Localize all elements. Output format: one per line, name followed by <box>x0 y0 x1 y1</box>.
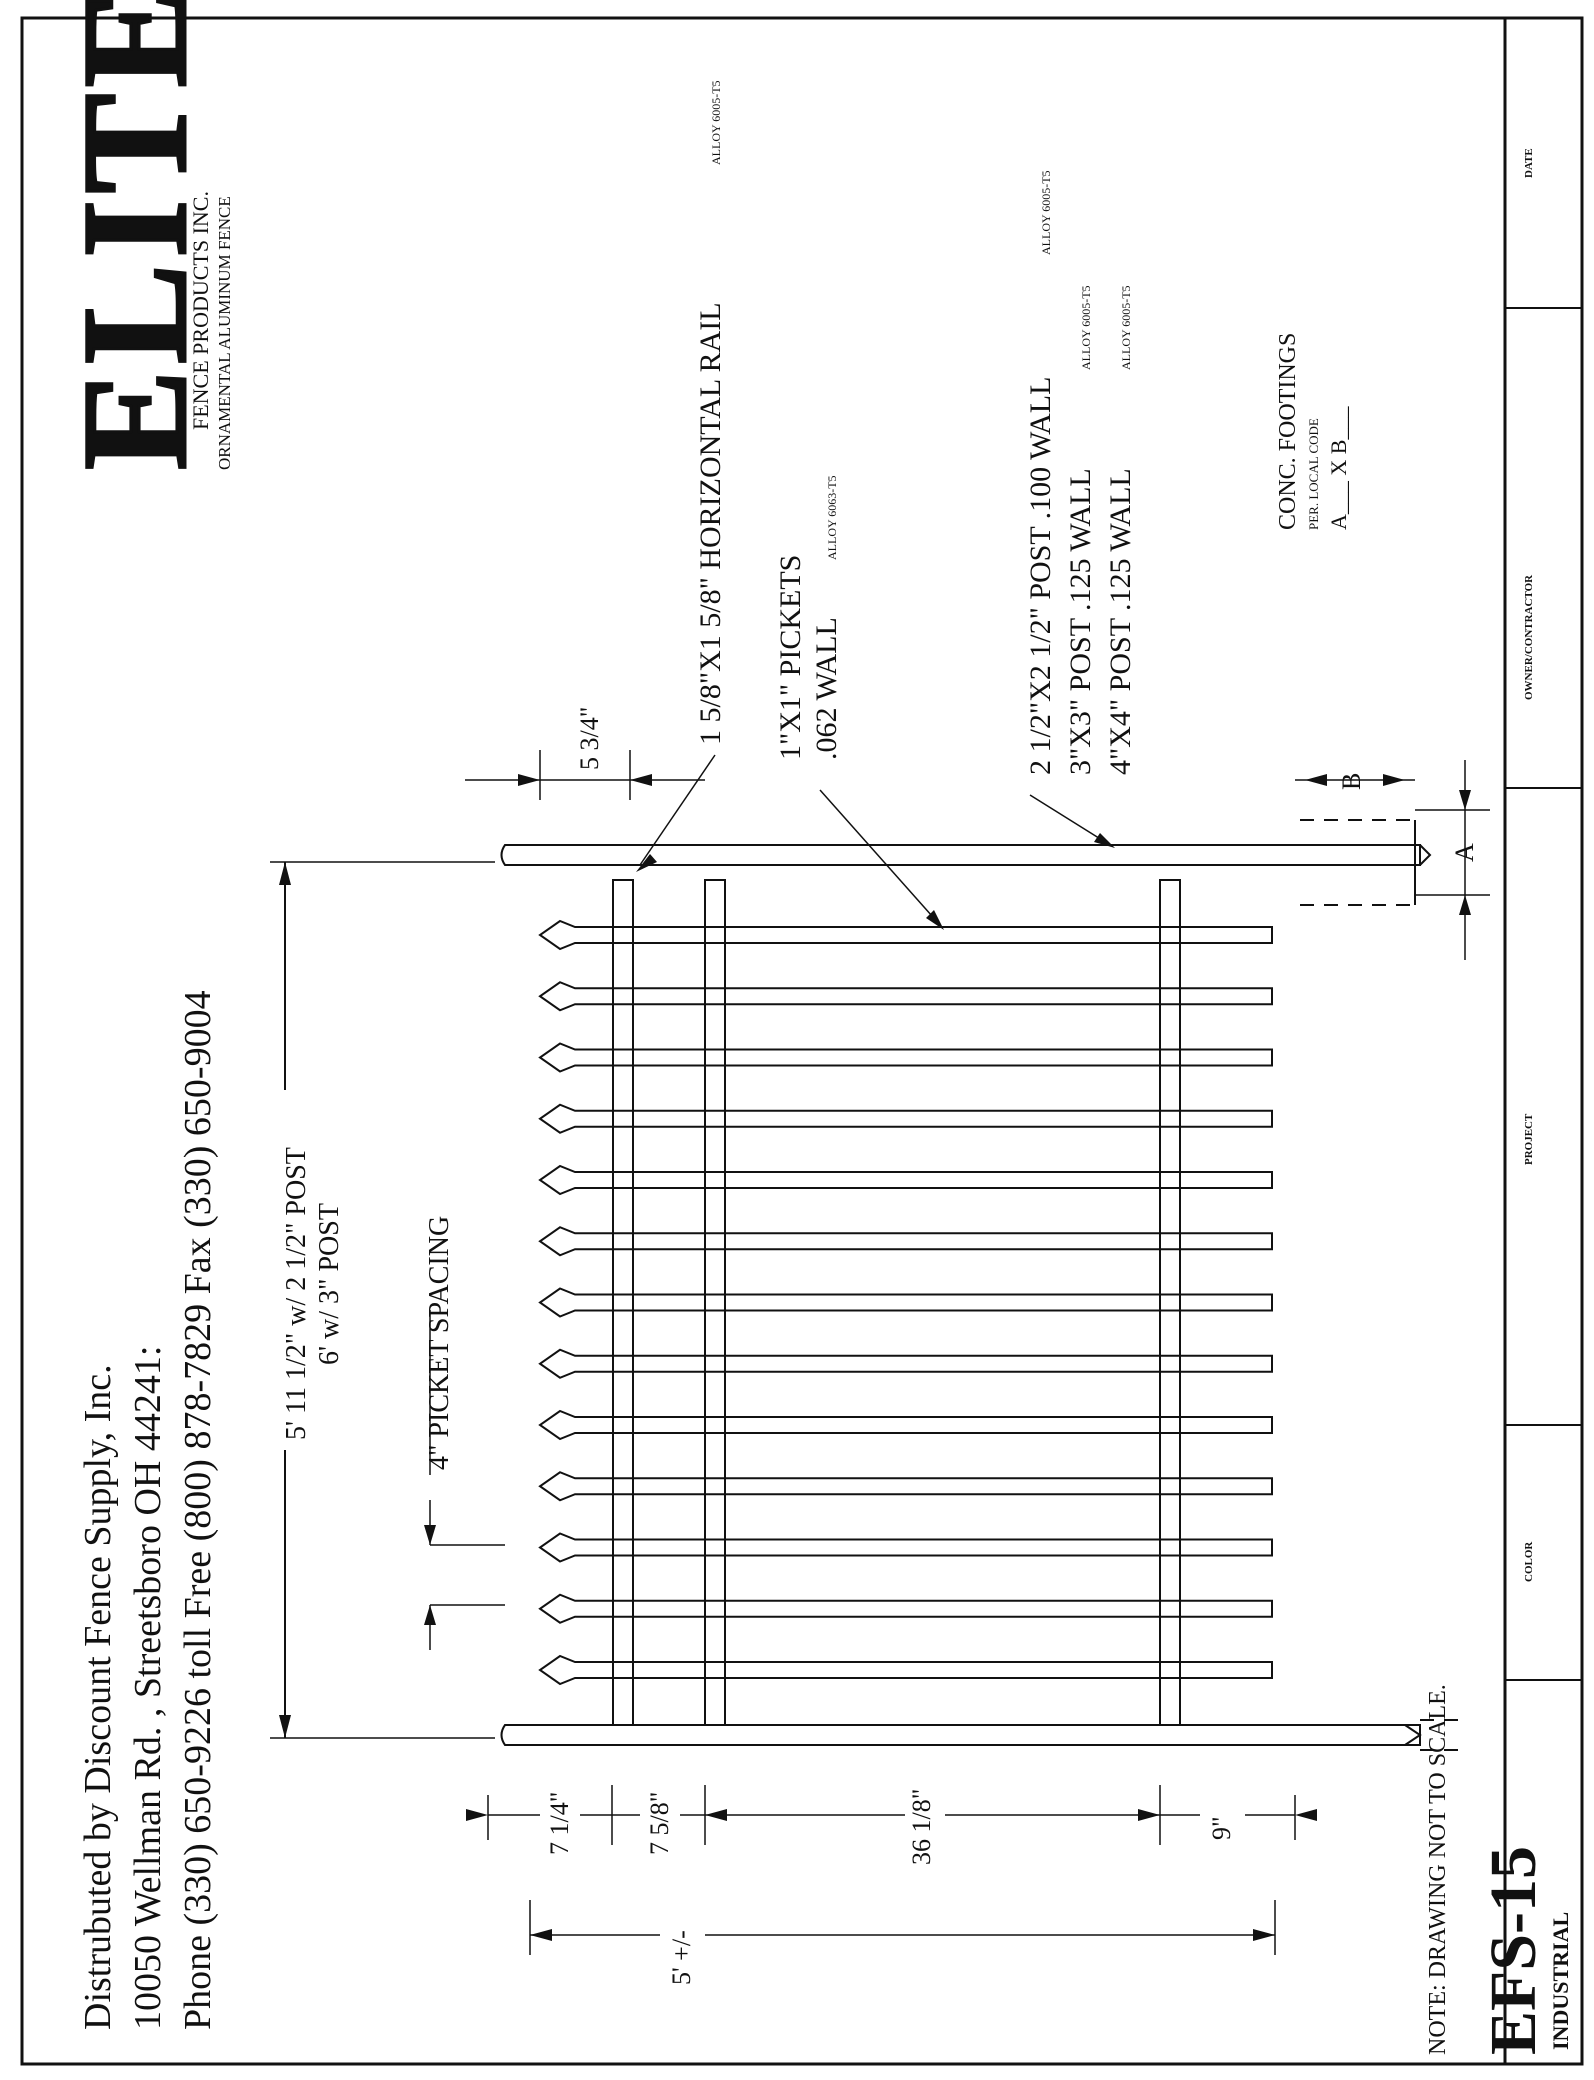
footings-dimensions: A___ X B___ <box>1326 406 1351 530</box>
picket <box>538 981 1273 1012</box>
picket <box>538 1348 1273 1379</box>
scale-note: NOTE: DRAWING NOT TO SCALE. <box>1425 1684 1451 2055</box>
picket <box>538 1532 1273 1563</box>
rail-alloy: ALLOY 6005-T5 <box>709 80 723 165</box>
right-post <box>500 844 1421 866</box>
picket <box>538 1409 1273 1441</box>
model-number: EFS-15 <box>1477 1846 1550 2055</box>
dimension-36-1-8: 36 1/8" <box>907 1789 936 1865</box>
dimension-7-1-4: 7 1/4" <box>545 1792 574 1855</box>
distributor-line-1: Distrubuted by Discount Fence Supply, In… <box>77 1364 119 2030</box>
material-callouts: 1 5/8"X1 5/8" HORIZONTAL RAIL ALLOY 6005… <box>636 80 1351 930</box>
picket-spacing-label: 4" PICKET SPACING <box>424 1216 455 1470</box>
project-field-label: PROJECT <box>1523 1113 1535 1165</box>
logo-word: ELITE <box>52 0 218 470</box>
picket <box>538 1042 1273 1073</box>
post-footing-left <box>1404 1719 1468 1751</box>
dimension-7-5-8: 7 5/8" <box>645 1792 674 1855</box>
logo-tagline: ORNAMENTAL ALUMINUM FENCE <box>215 196 234 470</box>
fence-elevation <box>500 819 1468 1751</box>
picket <box>538 1593 1273 1624</box>
picket <box>538 1226 1273 1257</box>
dimension-lines: 5' 11 1/2" w/ 2 1/2" POST 6' w/ 3" POST … <box>270 707 1490 1985</box>
pickets <box>538 919 1273 1686</box>
second-rail <box>704 879 726 1726</box>
footings-title: CONC. FOOTINGS <box>1275 333 1301 530</box>
logo-company: FENCE PRODUCTS INC. <box>188 191 213 430</box>
picket <box>538 1471 1273 1502</box>
post-alloy-2-5: ALLOY 6005-T5 <box>1039 170 1053 255</box>
width-dimension-3-post: 6' w/ 3" POST <box>314 1203 345 1365</box>
picket <box>538 1654 1273 1686</box>
footing-b-label: B <box>1337 773 1366 790</box>
dimension-9: 9" <box>1207 1816 1236 1840</box>
distributor-line-2: 10050 Wellman Rd. , Streetsboro OH 44241… <box>127 1346 169 2030</box>
distributor-line-3: Phone (330) 650-9226 toll Free (800) 878… <box>177 990 219 2030</box>
post-spec-4: 4"X4" POST .125 WALL <box>1104 468 1137 775</box>
post-footing-right <box>1300 819 1432 906</box>
footings-code: PER. LOCAL CODE <box>1306 418 1321 530</box>
elite-logo: ELITE FENCE PRODUCTS INC. ORNAMENTAL ALU… <box>51 0 235 472</box>
picket <box>538 1103 1273 1134</box>
picket <box>538 1287 1273 1318</box>
picket <box>538 1164 1273 1196</box>
owner-field-label: OWNER/CONTRACTOR <box>1523 574 1535 700</box>
date-field-label: DATE <box>1523 148 1535 178</box>
picket <box>538 919 1273 951</box>
rail-callout: 1 5/8"X1 5/8" HORIZONTAL RAIL <box>694 302 727 745</box>
pickets-wall: .062 WALL <box>810 617 843 760</box>
post-spec-3: 3"X3" POST .125 WALL <box>1064 468 1097 775</box>
post-alloy-3: ALLOY 6005-T5 <box>1079 285 1093 370</box>
pickets-callout: 1"X1" PICKETS <box>774 555 807 760</box>
width-dimension-2-5-post: 5' 11 1/2" w/ 2 1/2" POST <box>281 1147 312 1440</box>
post-alloy-4: ALLOY 6005-T5 <box>1119 285 1133 370</box>
color-field-label: COLOR <box>1523 1541 1535 1582</box>
left-post <box>500 1724 1421 1746</box>
footing-a-label: A <box>1450 843 1479 862</box>
top-rail <box>612 879 634 1726</box>
overall-height-dimension: 5' +/- <box>667 1930 696 1985</box>
fence-style: INDUSTRIAL <box>1548 1912 1573 2050</box>
top-offset-dimension: 5 3/4" <box>575 707 604 770</box>
sheet-border <box>20 16 1584 2066</box>
bottom-rail <box>1159 879 1181 1726</box>
post-spec-2-5: 2 1/2"X2 1/2" POST .100 WALL <box>1024 377 1057 775</box>
pickets-alloy: ALLOY 6063-T5 <box>825 475 839 560</box>
